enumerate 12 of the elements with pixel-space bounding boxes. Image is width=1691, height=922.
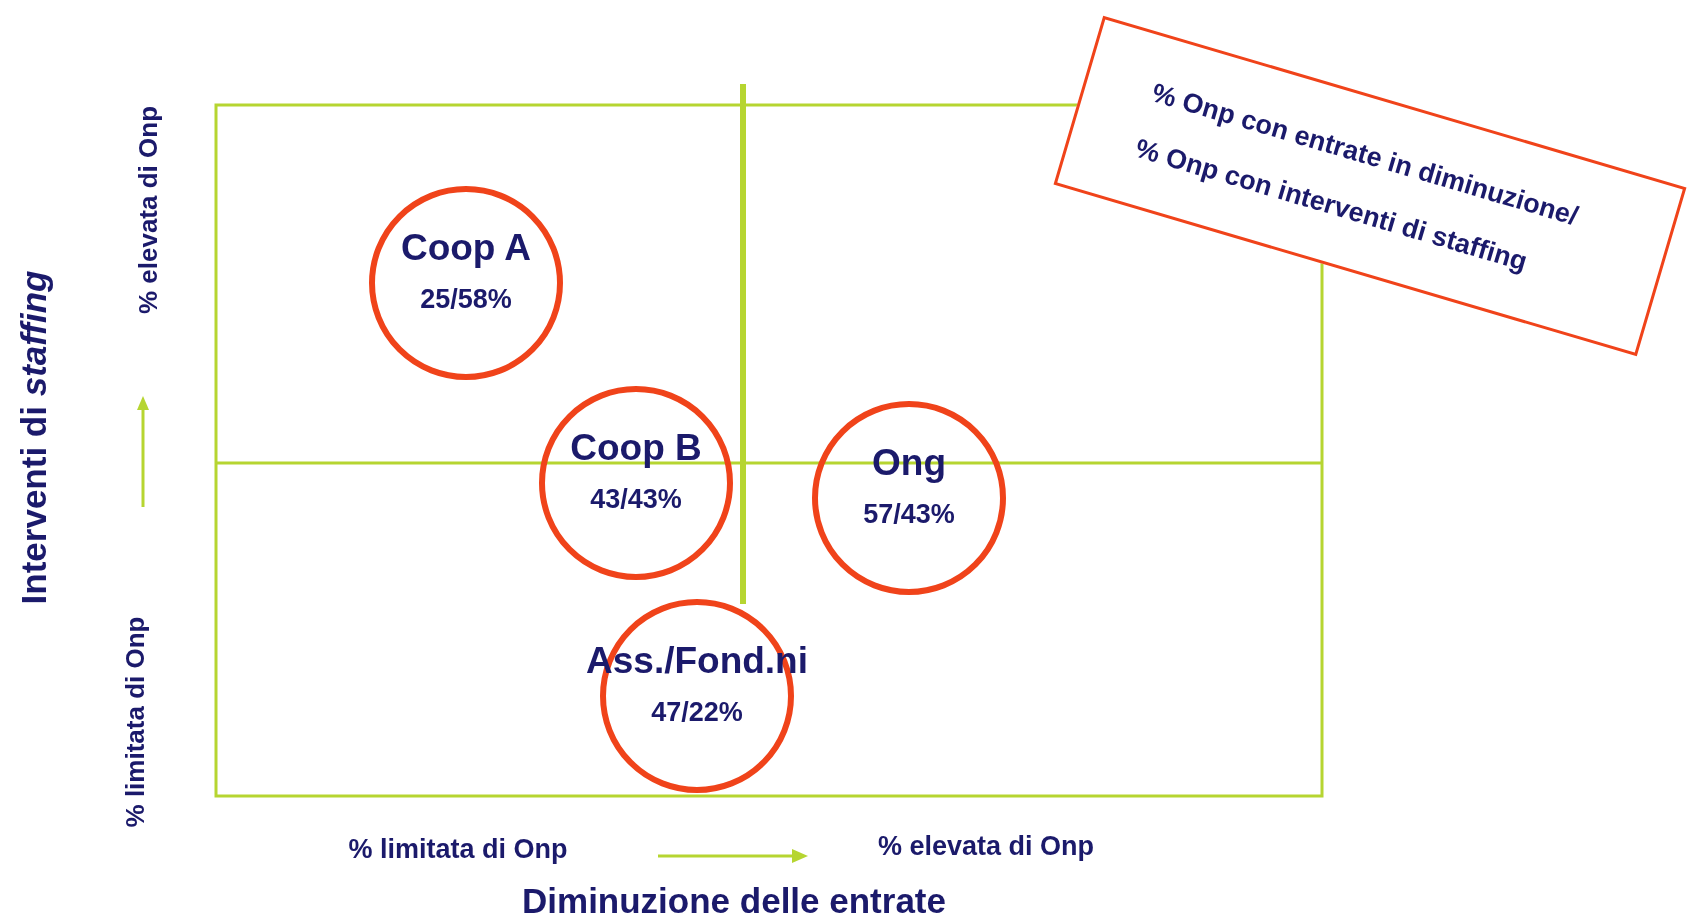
axis-end-label: % limitata di Onp xyxy=(348,835,568,863)
axis-end-label: % elevata di Onp xyxy=(135,105,161,315)
percentage-value: 25/58% xyxy=(420,283,512,317)
axis-end-label: % limitata di Onp xyxy=(122,616,148,828)
percentage-value: 57/43% xyxy=(863,498,955,532)
percentage-value: 47/22% xyxy=(651,696,743,730)
category-name: Coop B xyxy=(570,426,702,470)
axis-title: Diminuzione delle entrate xyxy=(522,882,946,918)
category-name: Coop A xyxy=(400,226,532,270)
axis-end-label: % elevata di Onp xyxy=(877,832,1095,860)
percentage-value: 43/43% xyxy=(590,483,682,517)
axis-title: Interventi di staffing xyxy=(16,270,52,604)
